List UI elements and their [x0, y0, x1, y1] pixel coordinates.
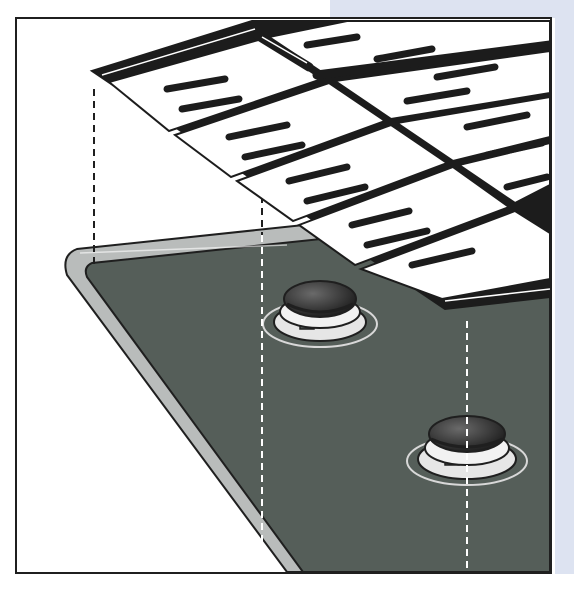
alignment-guides: [93, 89, 468, 572]
side-shade-strip: [555, 17, 574, 574]
grate: [89, 20, 550, 311]
corner-tab: [330, 0, 574, 18]
cooktop-illustration: [64, 20, 550, 572]
illustration-frame: [15, 17, 552, 574]
